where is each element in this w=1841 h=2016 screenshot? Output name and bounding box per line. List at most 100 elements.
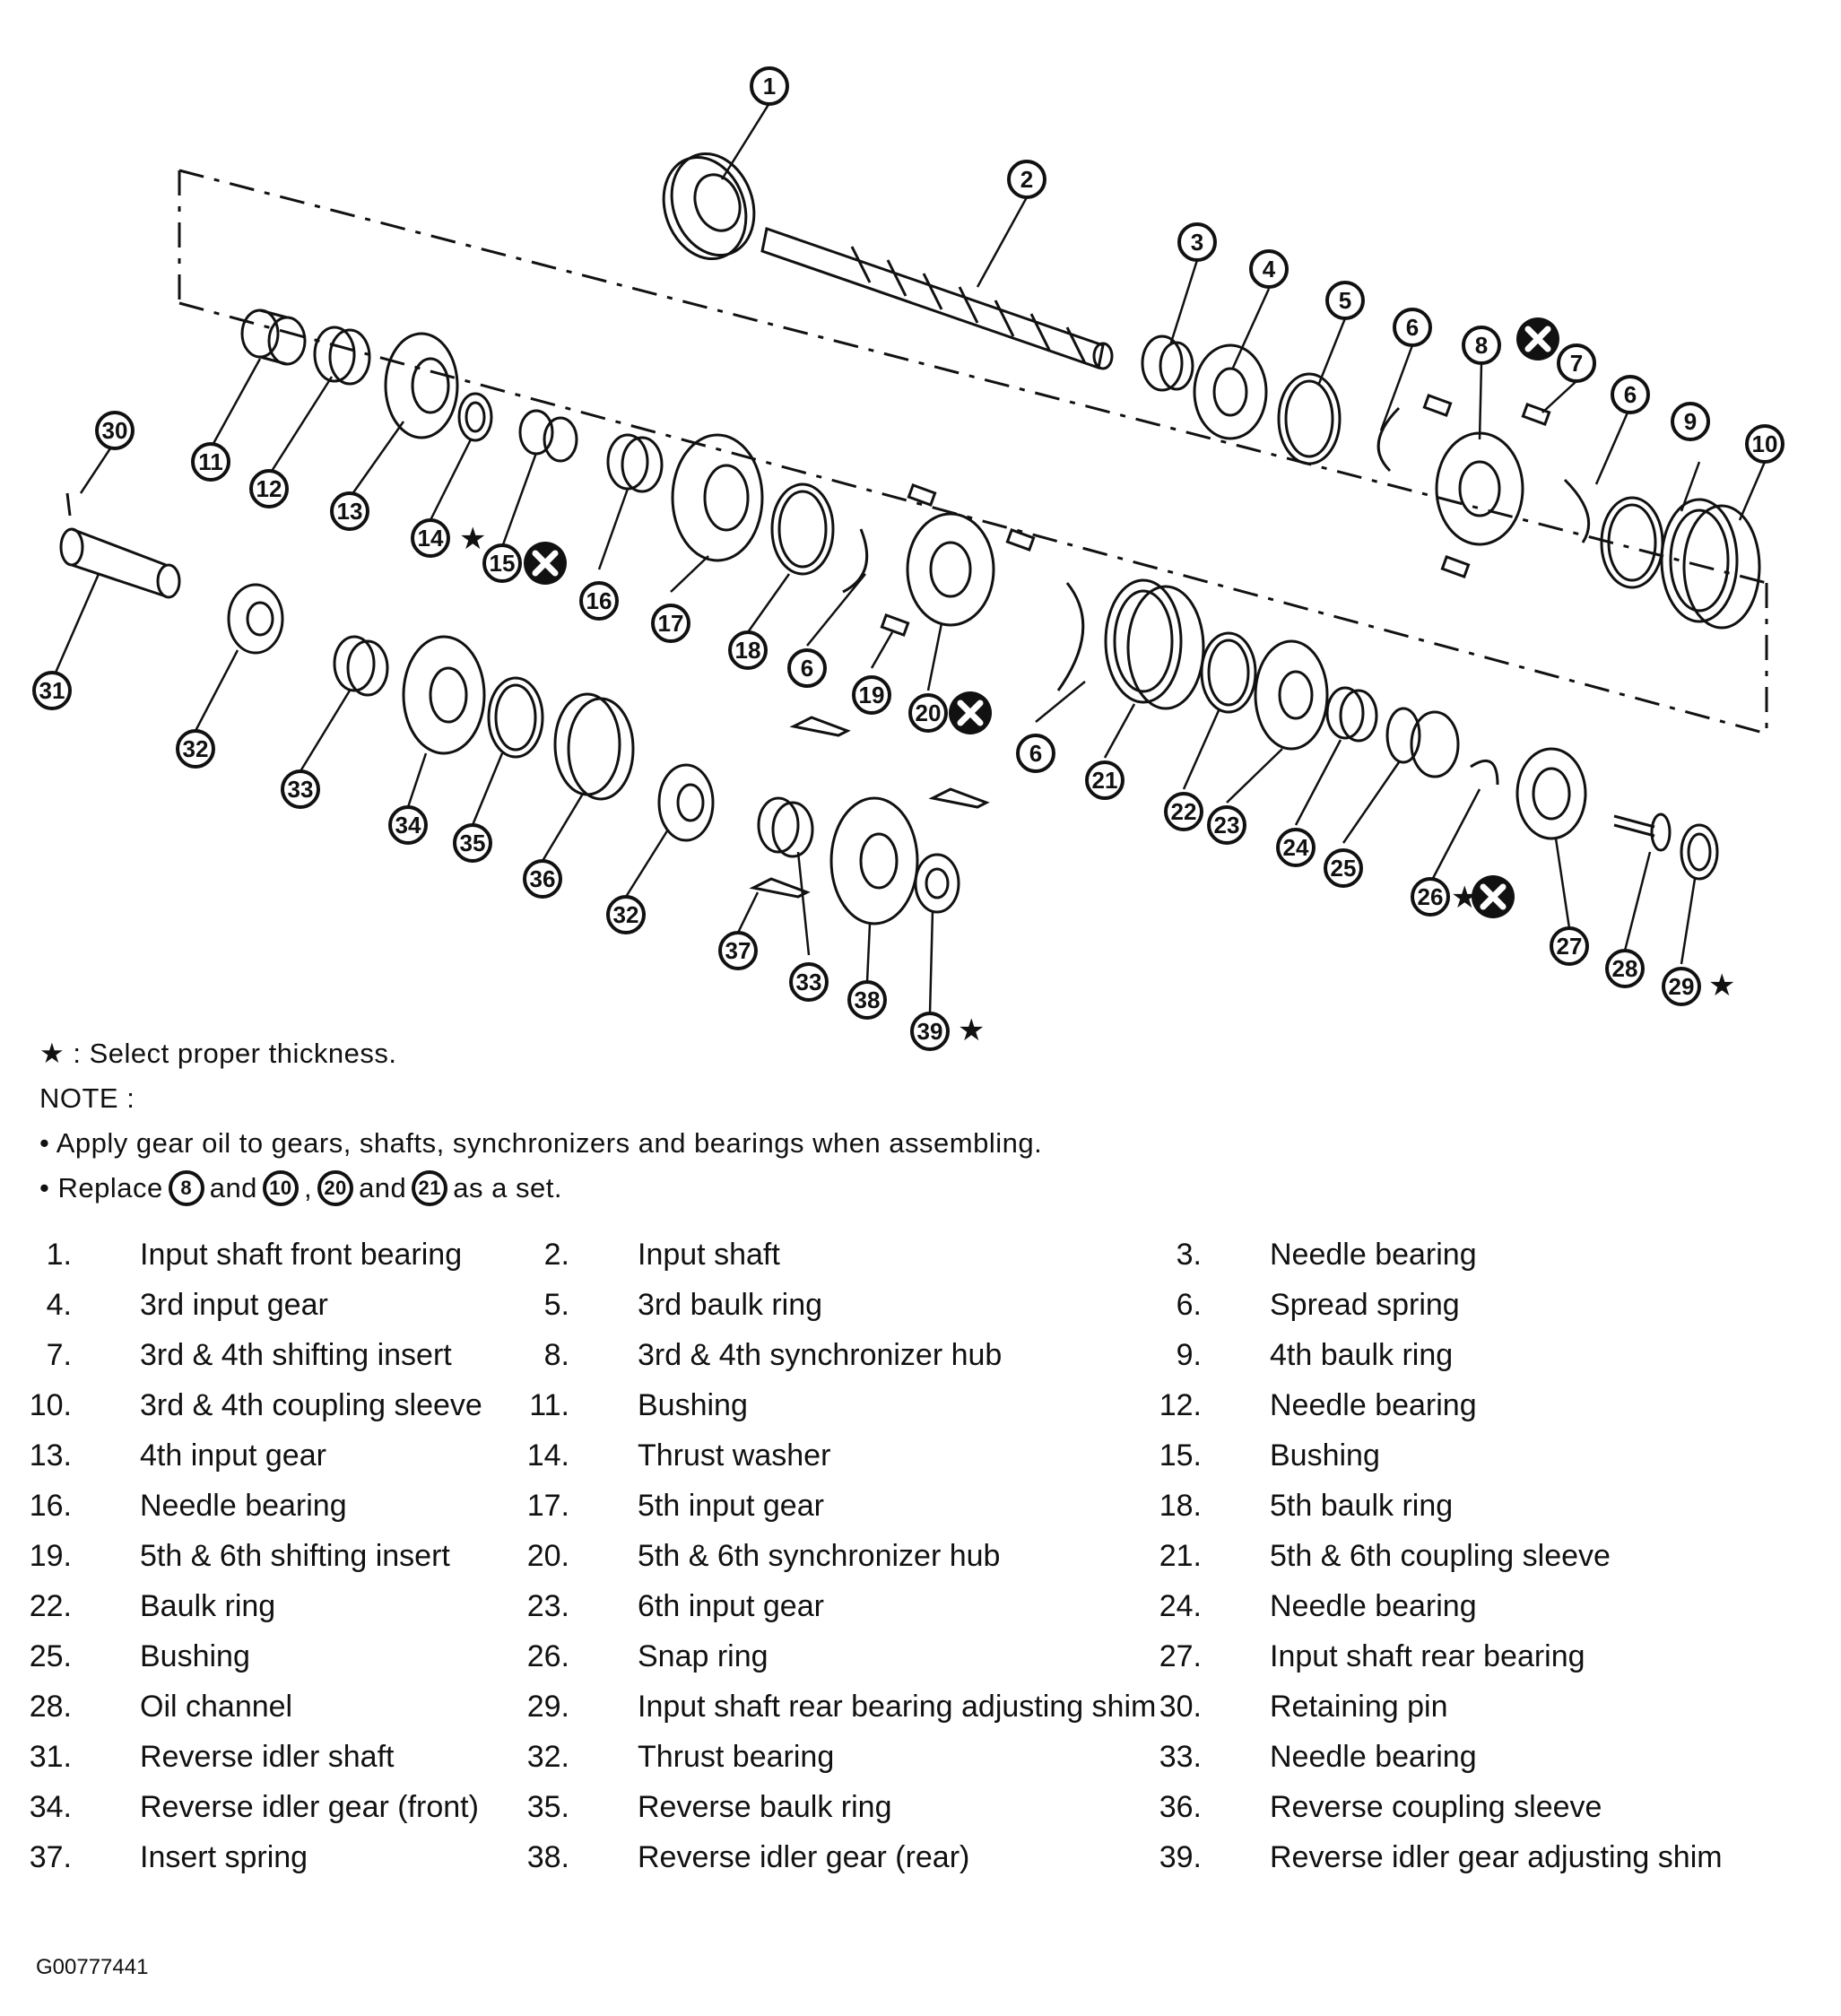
legend-number: 31. — [29, 1740, 72, 1774]
callout-29: 29 — [1662, 967, 1701, 1006]
note-2-prefix: • Replace — [39, 1172, 163, 1204]
legend-number: 15. — [1159, 1438, 1202, 1473]
callout-33: 33 — [281, 769, 320, 809]
legend-item: 14.Thrust washer — [498, 1438, 831, 1473]
legend-item: 12.Needle bearing — [1130, 1388, 1477, 1423]
star-marker-39: ★ — [958, 1013, 985, 1047]
star-marker-14: ★ — [459, 522, 486, 556]
part-25-bushing — [1385, 707, 1460, 778]
part-30-pin — [65, 492, 72, 517]
legend-item: 1. Input shaft front bearing — [0, 1238, 462, 1273]
legend-number: 8. — [543, 1338, 569, 1372]
legend-item: 35.Reverse baulk ring — [498, 1790, 892, 1825]
svg-text:39: 39 — [917, 1018, 943, 1045]
legend-label: Input shaft front bearing — [140, 1238, 463, 1272]
part-21-sleeve — [1104, 578, 1205, 710]
legend-label: Thrust bearing — [638, 1740, 835, 1774]
legend-number: 7. — [46, 1338, 72, 1372]
callout-32: 32 — [606, 895, 646, 934]
svg-text:3: 3 — [1191, 229, 1203, 256]
legend-label: Reverse coupling sleeve — [1270, 1790, 1602, 1824]
legend-number: 21. — [1159, 1539, 1202, 1573]
svg-text:16: 16 — [586, 587, 612, 614]
part-38-gear — [829, 796, 919, 925]
legend-item: 37.Insert spring — [0, 1840, 308, 1875]
note-and-2: and — [359, 1172, 407, 1204]
legend-item: 7.3rd & 4th shifting insert — [0, 1338, 452, 1373]
part-23-gear — [1254, 639, 1329, 751]
part-36-sleeve — [553, 692, 635, 801]
note-part-21: 21 — [412, 1170, 448, 1206]
part-32-thrust-bearing-b — [657, 763, 715, 842]
legend-item: 6.Spread spring — [1130, 1288, 1460, 1323]
legend-number: 35. — [526, 1790, 569, 1824]
legend-label: Insert spring — [140, 1840, 308, 1874]
svg-text:8: 8 — [1475, 332, 1488, 359]
svg-text:35: 35 — [460, 830, 486, 856]
legend-label: Snap ring — [638, 1639, 769, 1673]
legend-item: 39.Reverse idler gear adjusting shim — [1130, 1840, 1723, 1875]
svg-text:11: 11 — [198, 448, 223, 475]
note-1: • Apply gear oil to gears, shafts, synch… — [39, 1127, 1043, 1159]
callout-39: 39 — [910, 1012, 950, 1051]
notes-section: ★ : Select proper thickness. NOTE : • Ap… — [39, 1031, 1042, 1211]
legend-item: 9.4th baulk ring — [1130, 1338, 1454, 1373]
callout-27: 27 — [1550, 926, 1589, 966]
legend-label: Needle bearing — [1270, 1238, 1477, 1272]
legend-item: 13.4th input gear — [0, 1438, 326, 1473]
svg-text:27: 27 — [1557, 933, 1583, 960]
note-and-1: and — [209, 1172, 257, 1204]
callout-17: 17 — [651, 604, 690, 643]
legend-number: 4. — [46, 1288, 72, 1322]
legend-number: 24. — [1159, 1589, 1202, 1623]
exploded-view-diagram: 1234566667891011121314151617181920212223… — [32, 66, 1785, 1051]
part-3-needle-bearing — [1141, 335, 1194, 392]
svg-text:5: 5 — [1339, 287, 1351, 314]
svg-text:29: 29 — [1669, 973, 1695, 1000]
legend-number: 14. — [526, 1438, 569, 1473]
legend-number: 25. — [29, 1639, 72, 1673]
callout-28: 28 — [1605, 949, 1645, 988]
svg-text:32: 32 — [183, 735, 209, 762]
callout-25: 25 — [1324, 848, 1363, 888]
callout-4: 4 — [1249, 249, 1289, 289]
legend-label: Reverse idler gear (front) — [140, 1790, 479, 1824]
callout-20: 20 — [908, 693, 948, 733]
dashed-boundary — [178, 169, 1768, 735]
part-14-washer — [457, 392, 493, 442]
callout-8: 8 — [1462, 326, 1501, 365]
part-18-ring — [770, 482, 835, 576]
legend-label: Input shaft rear bearing adjusting shim — [638, 1690, 1157, 1724]
part-8-sync-hub — [1435, 431, 1524, 546]
legend-item: 16.Needle bearing — [0, 1489, 347, 1524]
svg-text:33: 33 — [288, 776, 314, 803]
svg-text:12: 12 — [256, 475, 282, 502]
legend-label: Oil channel — [140, 1690, 293, 1724]
legend-label: Retaining pin — [1270, 1690, 1448, 1724]
legend-label: 5th input gear — [638, 1489, 824, 1523]
legend-label: Input shaft rear bearing — [1270, 1639, 1585, 1673]
legend-item: 21.5th & 6th coupling sleeve — [1130, 1539, 1611, 1574]
legend-label: Reverse idler shaft — [140, 1740, 395, 1774]
callout-33: 33 — [789, 962, 829, 1002]
star-marker-26: ★ — [1451, 881, 1478, 915]
svg-text:26: 26 — [1418, 883, 1444, 910]
callout-10: 10 — [1745, 424, 1785, 464]
legend-item: 17.5th input gear — [498, 1489, 824, 1524]
svg-text:1: 1 — [763, 73, 776, 100]
callout-3: 3 — [1177, 222, 1217, 262]
legend-item: 18.5th baulk ring — [1130, 1489, 1453, 1524]
legend-item: 27.Input shaft rear bearing — [1130, 1639, 1585, 1674]
callout-38: 38 — [847, 980, 887, 1020]
legend-label: Baulk ring — [140, 1589, 276, 1623]
replace-marker-20 — [949, 691, 992, 734]
callout-36: 36 — [523, 859, 562, 899]
legend-item: 5.3rd baulk ring — [498, 1288, 822, 1323]
legend-label: Needle bearing — [1270, 1388, 1477, 1422]
callout-34: 34 — [388, 805, 428, 845]
legend-number: 1. — [46, 1238, 72, 1272]
svg-text:15: 15 — [490, 550, 516, 577]
legend-number: 13. — [29, 1438, 72, 1473]
callout-24: 24 — [1276, 828, 1316, 867]
part-4-gear — [1193, 343, 1268, 440]
